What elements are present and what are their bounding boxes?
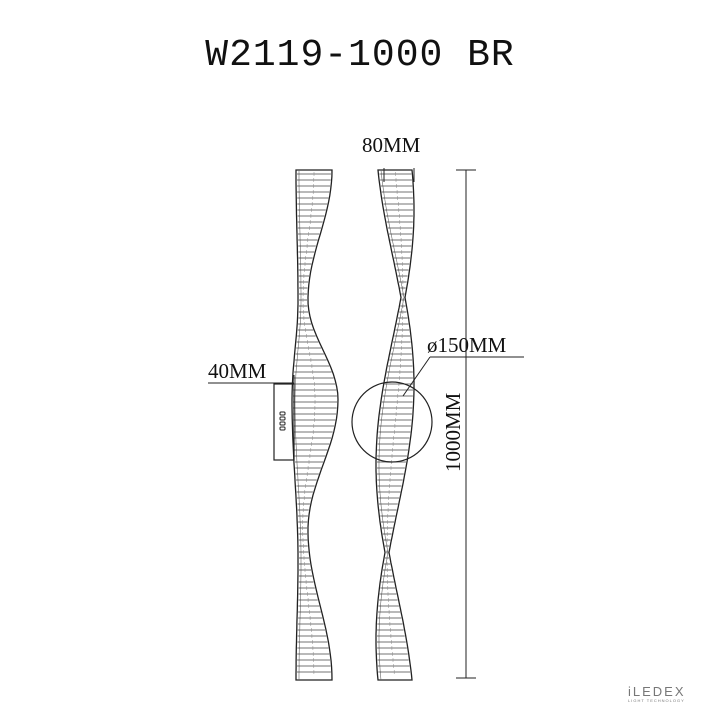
base-circle bbox=[351, 381, 433, 463]
logo-brand: iLEDEX bbox=[628, 684, 686, 699]
width-dimension-line bbox=[383, 168, 415, 182]
front-view-inner-edge bbox=[378, 169, 405, 681]
lamp-front-view bbox=[375, 169, 415, 681]
side-view-inner-edge bbox=[294, 170, 302, 680]
wall-mount-plate bbox=[273, 383, 295, 461]
lamp-side-view bbox=[291, 169, 339, 681]
brand-logo: iLEDEX LIGHT TECHNOLOGY bbox=[628, 684, 686, 703]
diameter-label: ø150MM bbox=[427, 333, 507, 357]
width-label: 80MM bbox=[362, 133, 421, 157]
logo-tagline: LIGHT TECHNOLOGY bbox=[628, 698, 685, 703]
height-label: 1000MM bbox=[441, 392, 465, 472]
mount-screws bbox=[279, 411, 286, 431]
depth-dimension-line bbox=[208, 375, 295, 390]
front-view-outline bbox=[375, 169, 415, 681]
drawing-title: W2119-1000 BR bbox=[205, 34, 515, 77]
diameter-leader-line bbox=[402, 356, 431, 397]
side-view-outline bbox=[291, 169, 339, 681]
depth-label: 40MM bbox=[208, 359, 267, 383]
height-dimension-line bbox=[456, 169, 476, 679]
